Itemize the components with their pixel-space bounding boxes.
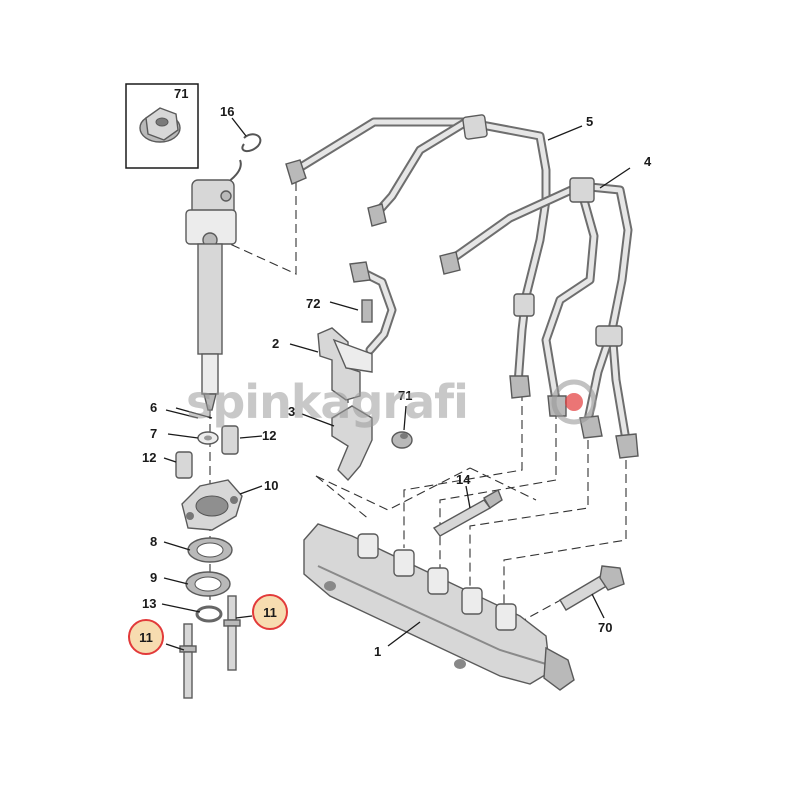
inset-box-part-71 xyxy=(125,83,199,169)
callout-10: 10 xyxy=(264,478,278,493)
seals-and-sleeves xyxy=(175,425,239,479)
stud-11-right xyxy=(223,595,241,671)
callout-12-left: 12 xyxy=(142,450,156,465)
injector-clamp-10 xyxy=(181,479,243,531)
return-pipe-and-brackets xyxy=(317,261,413,482)
callout-6: 6 xyxy=(150,400,157,415)
bolt-70 xyxy=(559,565,625,611)
callout-8: 8 xyxy=(150,534,157,549)
injector-assembly xyxy=(185,133,262,411)
watermark-text: spinkagrafi xyxy=(186,375,468,429)
sealing-ring-9 xyxy=(185,571,231,597)
callout-5: 5 xyxy=(586,114,593,129)
callout-14: 14 xyxy=(456,472,471,487)
callout-1: 1 xyxy=(374,644,381,659)
flange-nut-icon xyxy=(139,107,181,143)
highlighted-callout-11-right: 11 xyxy=(252,594,288,630)
callout-7: 7 xyxy=(150,426,157,441)
svg-text:11: 11 xyxy=(139,630,153,645)
callout-labels: 71 16 5 4 72 2 6 7 12 12 3 71 10 14 8 9 … xyxy=(142,86,652,659)
watermark: spinkagrafi xyxy=(186,375,597,429)
callout-72: 72 xyxy=(306,296,320,311)
sealing-ring-8 xyxy=(187,537,233,563)
callout-9: 9 xyxy=(150,570,157,585)
nut-71-icon xyxy=(391,431,413,449)
leader-lines xyxy=(161,117,631,651)
fuel-pipe-4 xyxy=(439,177,639,459)
stud-11-left xyxy=(179,623,197,699)
callout-2: 2 xyxy=(272,336,279,351)
stud-14 xyxy=(432,488,503,537)
callout-12-right: 12 xyxy=(262,428,276,443)
highlighted-callout-11-left: 11 xyxy=(128,619,164,655)
callout-4: 4 xyxy=(644,154,652,169)
callout-71-nut: 71 xyxy=(398,388,412,403)
callout-70: 70 xyxy=(598,620,612,635)
common-rail-1 xyxy=(303,523,575,691)
watermark-logo-icon xyxy=(551,379,597,425)
callout-3: 3 xyxy=(288,404,295,419)
callout-16: 16 xyxy=(220,104,234,119)
svg-text:11: 11 xyxy=(263,605,277,620)
callout-13: 13 xyxy=(142,596,156,611)
callout-71-inset: 71 xyxy=(174,86,188,101)
o-ring-13 xyxy=(195,605,223,623)
